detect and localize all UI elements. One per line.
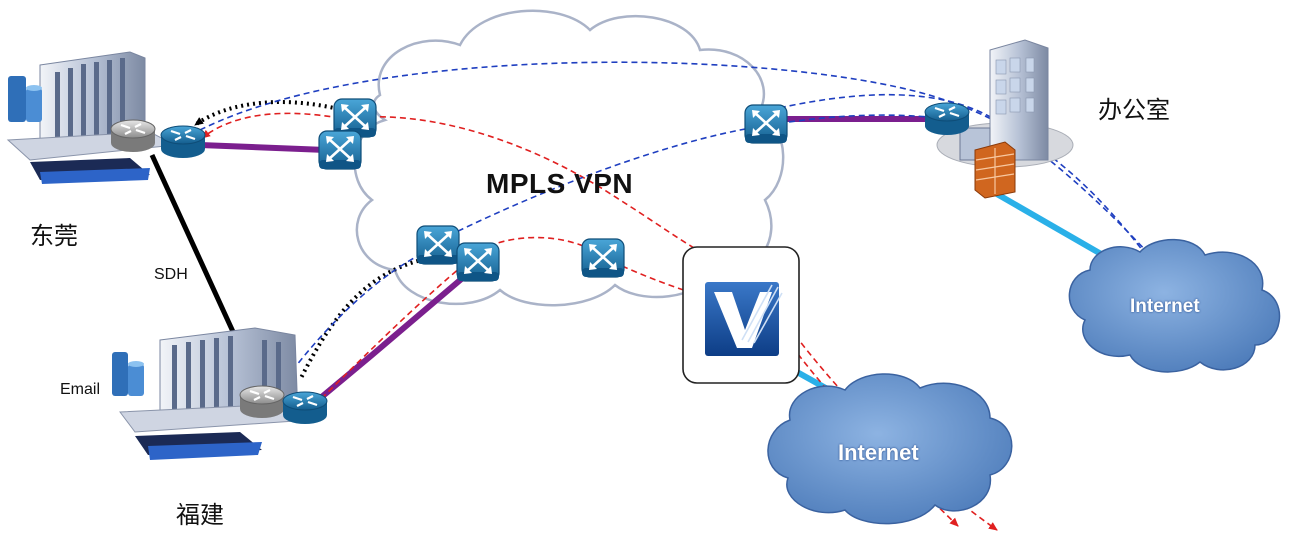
firewall-icon — [974, 141, 1016, 199]
internet-cloud-right — [1068, 238, 1281, 373]
dongguan-ce-router-icon — [159, 124, 207, 160]
office-site — [936, 39, 1074, 199]
purple-link-fujian — [316, 267, 474, 403]
flow-red-to-gateway — [349, 115, 736, 271]
office-router-icon — [923, 101, 971, 137]
pe-switch-office-icon — [743, 103, 789, 145]
dongguan-datacenter — [6, 51, 177, 184]
v-gateway-logo-icon — [705, 282, 783, 356]
flow-blue-mid — [439, 114, 941, 241]
site-label-office: 办公室 — [1098, 96, 1170, 124]
site-label-dongguan: 东莞 — [30, 222, 78, 250]
v-gateway-device — [682, 246, 800, 384]
purple-link-dongguan — [199, 142, 327, 153]
cloud-label: MPLS VPN — [486, 168, 634, 199]
site-label-fujian: 福建 — [176, 501, 224, 529]
dongguan-core-router-icon — [109, 118, 157, 154]
pe-switch-bottom-3-icon — [580, 237, 626, 279]
email-server-icon — [112, 352, 144, 396]
server-icon — [8, 76, 42, 122]
flow-red-fujian — [307, 257, 473, 413]
internet-link-right — [988, 187, 1110, 261]
sdh-link-label: SDH — [154, 266, 188, 283]
flow-black-fujian — [298, 256, 431, 381]
pe-switch-bottom-1-icon — [415, 224, 461, 266]
internet-cloud-bottom — [767, 373, 1013, 525]
email-server-label: Email — [60, 381, 101, 398]
pe-switch-bottom-2-icon — [455, 241, 501, 283]
fujian-core-router-icon — [238, 384, 286, 420]
fujian-ce-router-icon — [281, 390, 329, 426]
internet-label-bottom: Internet — [838, 440, 919, 465]
pe-switch-top-2-icon — [317, 129, 363, 171]
flow-blue-second — [769, 93, 1206, 319]
office-building-icon — [989, 39, 1049, 161]
flow-blue-top — [199, 61, 1191, 319]
internet-label-right: Internet — [1130, 296, 1200, 317]
flow-black-dongguan — [193, 100, 351, 127]
